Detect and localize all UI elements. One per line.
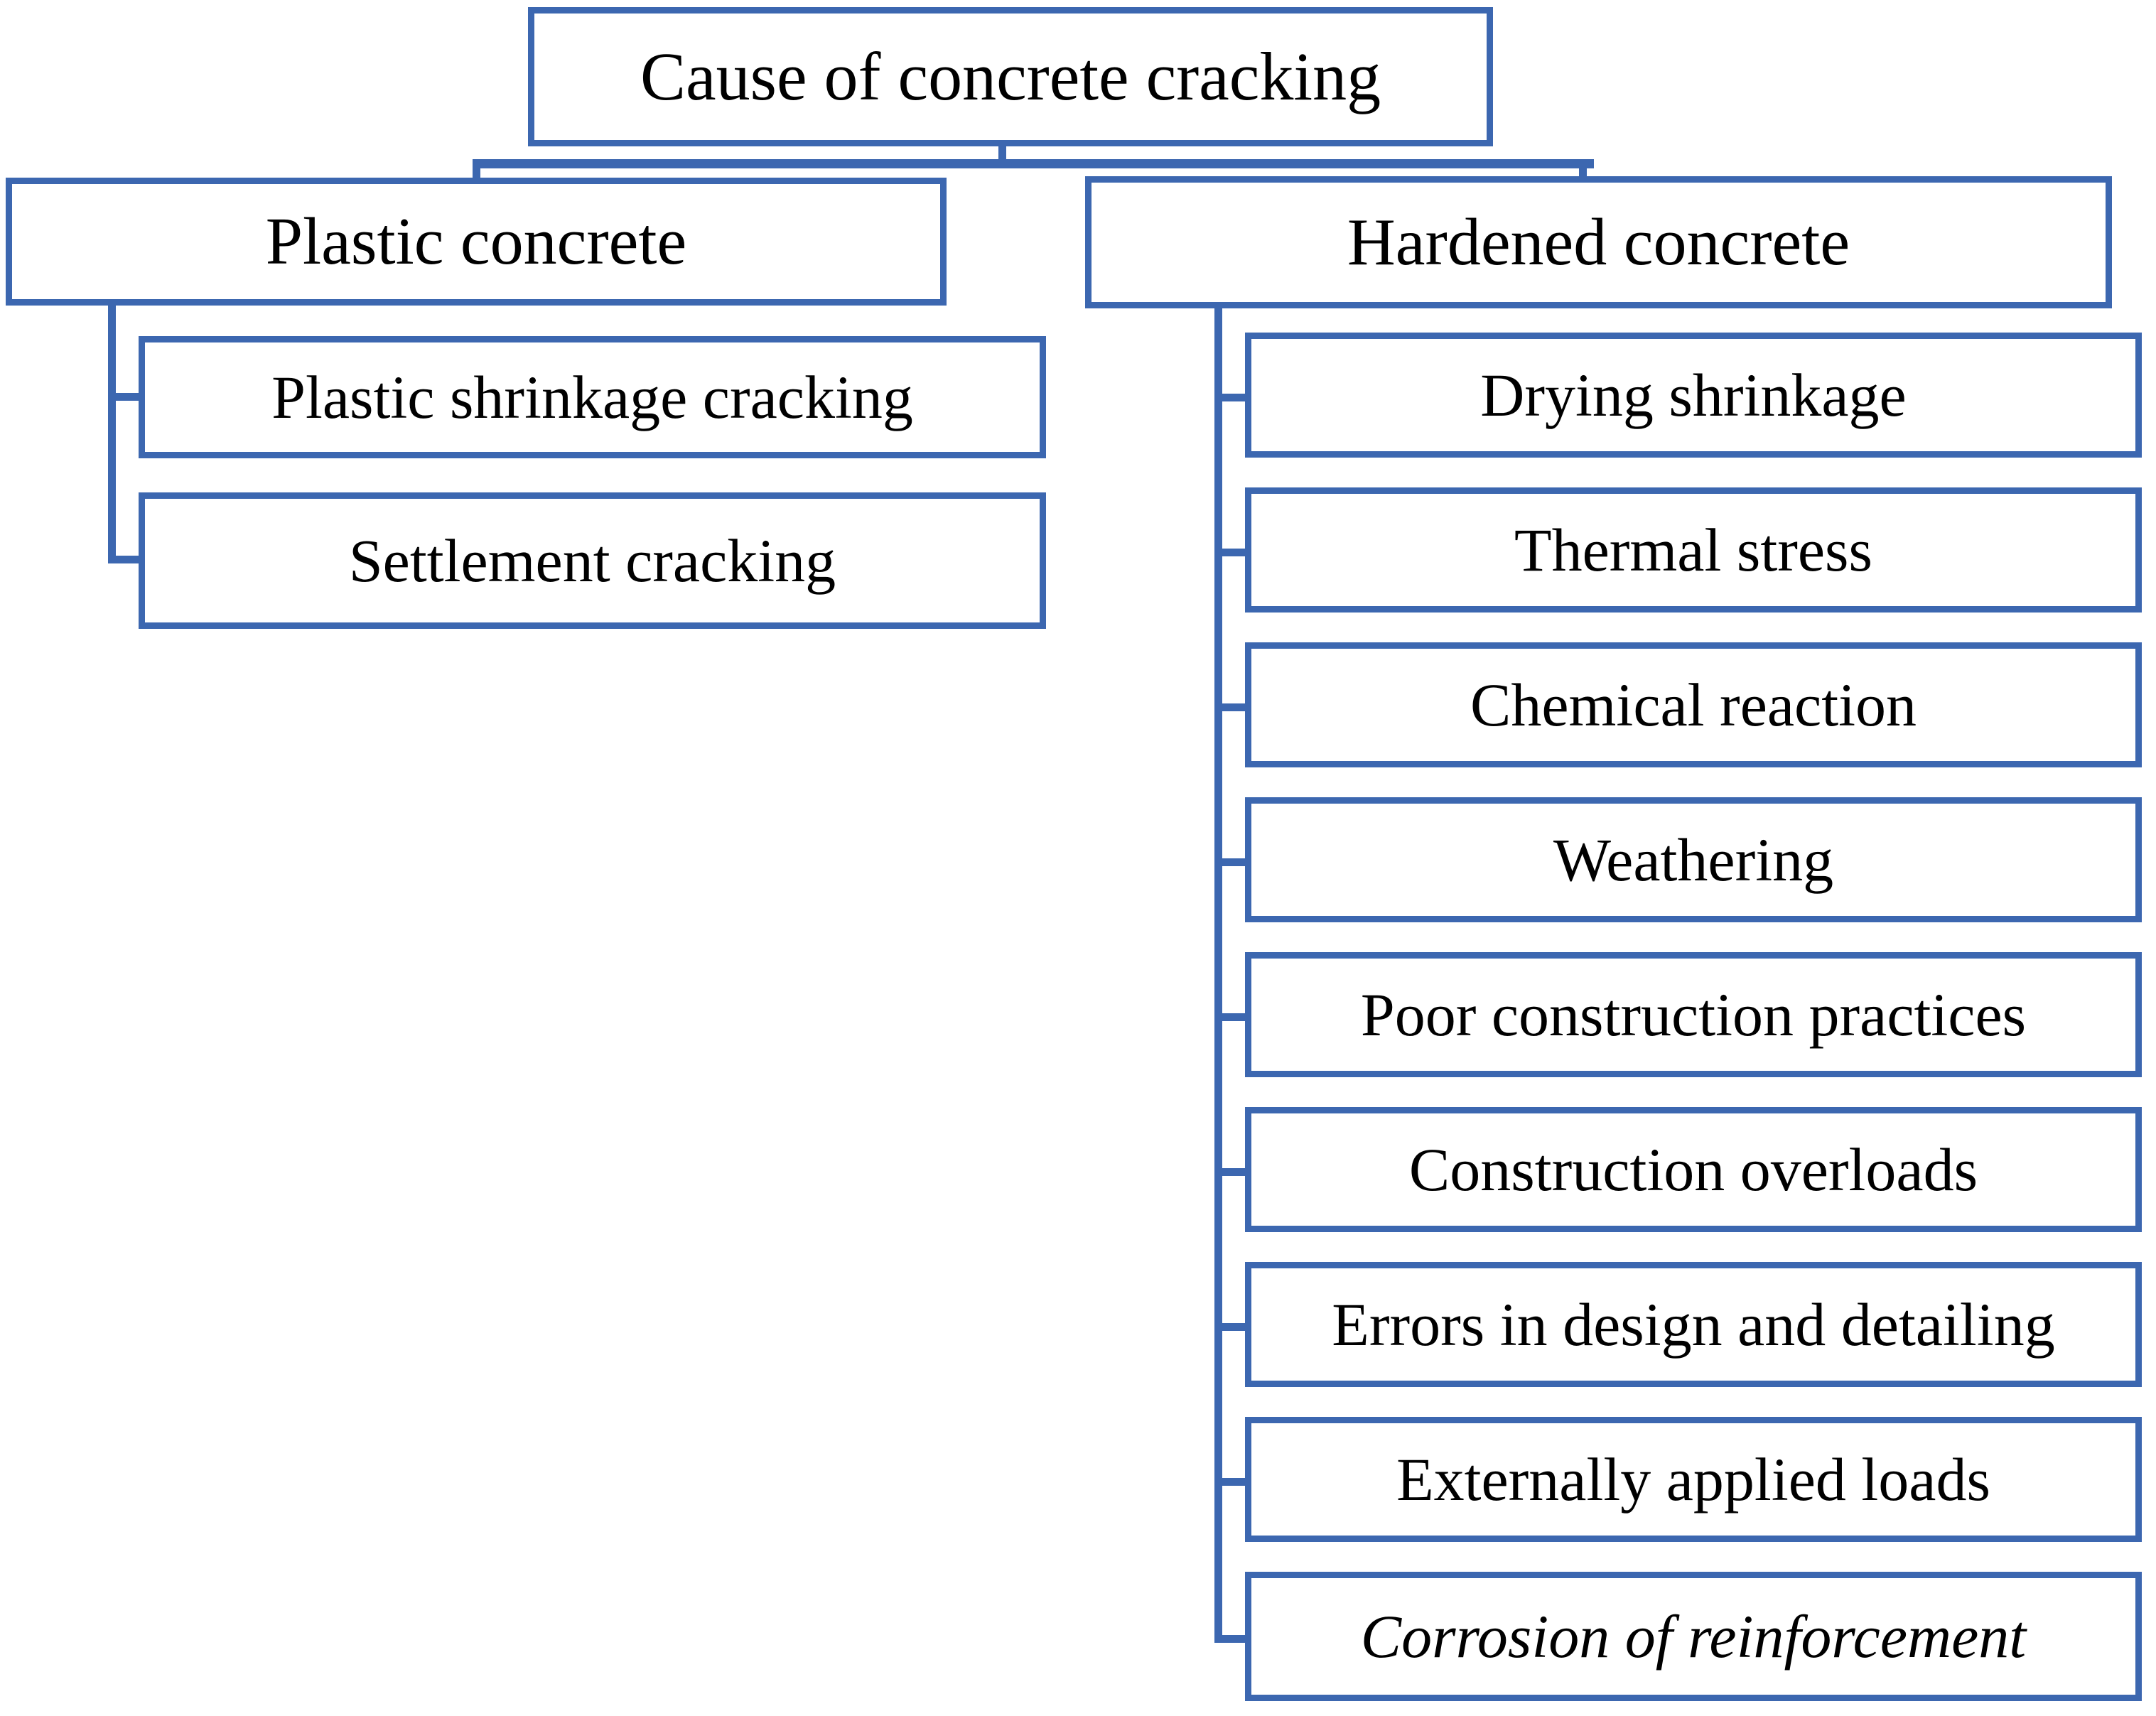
node-hardened-concrete: Hardened concrete (1085, 176, 2112, 308)
connector-hardened-stub-1 (1214, 394, 1251, 401)
connector-level2-bar (473, 159, 1594, 168)
node-settlement-cracking: Settlement cracking (139, 492, 1046, 629)
connector-to-hardened-concrete (1579, 163, 1587, 182)
node-label: Thermal stress (1514, 515, 1872, 584)
node-label: Weathering (1553, 825, 1834, 894)
node-plastic-shrinkage-cracking: Plastic shrinkage cracking (139, 336, 1046, 458)
node-chemical-reaction: Chemical reaction (1245, 642, 2142, 767)
node-errors-in-design-and-detailing: Errors in design and detailing (1245, 1262, 2142, 1387)
node-construction-overloads: Construction overloads (1245, 1107, 2142, 1232)
connector-hardened-stub-8 (1214, 1478, 1251, 1486)
node-poor-construction-practices: Poor construction practices (1245, 952, 2142, 1077)
connector-hardened-stub-6 (1214, 1168, 1251, 1176)
node-label: Hardened concrete (1347, 205, 1850, 279)
node-label: Externally applied loads (1396, 1445, 1990, 1513)
node-label: Corrosion of reinforcement (1360, 1602, 2027, 1671)
connector-plastic-stub-2 (108, 556, 145, 563)
connector-hardened-stub-3 (1214, 703, 1251, 711)
node-label: Settlement cracking (348, 526, 836, 595)
node-thermal-stress: Thermal stress (1245, 487, 2142, 613)
node-externally-applied-loads: Externally applied loads (1245, 1417, 2142, 1542)
node-plastic-concrete: Plastic concrete (6, 178, 947, 306)
node-label: Plastic shrinkage cracking (271, 362, 913, 431)
connector-hardened-stub-5 (1214, 1013, 1251, 1021)
node-label: Poor construction practices (1360, 980, 2027, 1049)
connector-plastic-stub-1 (108, 393, 145, 401)
node-drying-shrinkage: Drying shrinkage (1245, 333, 2142, 458)
connector-root-stem (998, 144, 1006, 162)
connector-hardened-stub-7 (1214, 1323, 1251, 1331)
node-label: Errors in design and detailing (1332, 1290, 2055, 1359)
node-cause-of-concrete-cracking: Cause of concrete cracking (528, 7, 1493, 146)
connector-plastic-trunk (108, 302, 116, 563)
node-label: Construction overloads (1408, 1135, 1978, 1204)
connector-hardened-stub-9 (1214, 1635, 1251, 1643)
node-weathering: Weathering (1245, 797, 2142, 922)
connector-hardened-trunk (1214, 306, 1222, 1643)
connector-to-plastic-concrete (473, 163, 480, 182)
node-label: Chemical reaction (1470, 670, 1917, 739)
node-label: Cause of concrete cracking (640, 38, 1381, 114)
connector-hardened-stub-2 (1214, 549, 1251, 556)
node-label: Drying shrinkage (1480, 360, 1907, 429)
node-corrosion-of-reinforcement: Corrosion of reinforcement (1245, 1572, 2142, 1701)
connector-hardened-stub-4 (1214, 858, 1251, 866)
node-label: Plastic concrete (265, 204, 687, 279)
